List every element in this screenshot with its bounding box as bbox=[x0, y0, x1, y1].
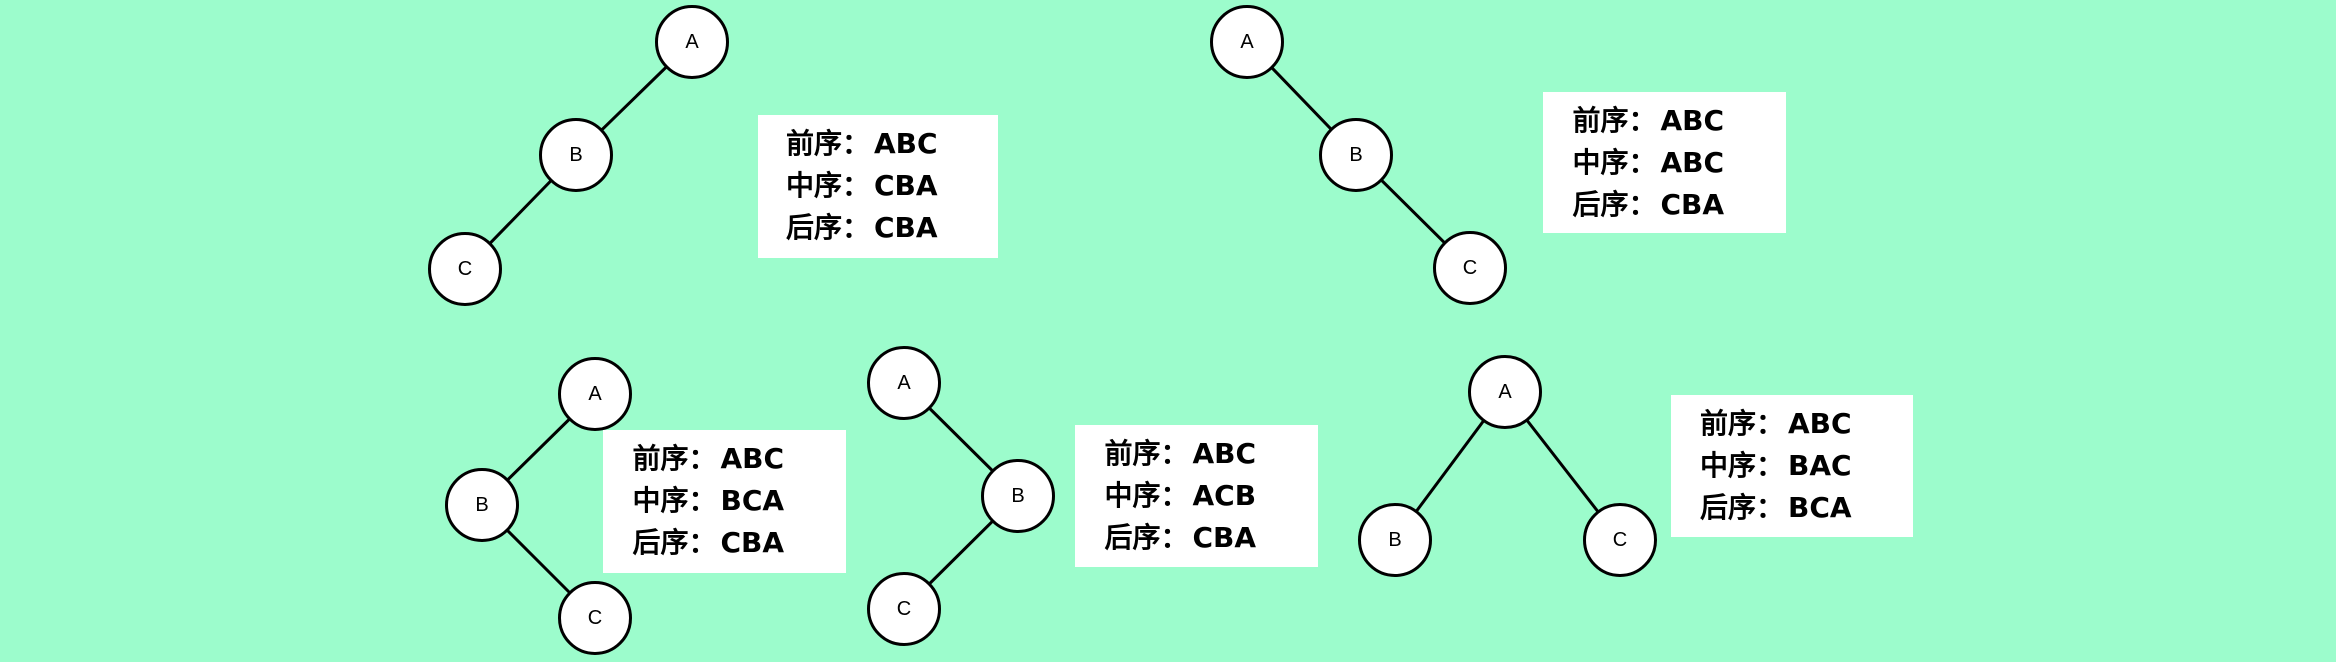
traversal-value: BCA bbox=[1788, 491, 1852, 524]
traversal-label: 前序： bbox=[1699, 407, 1784, 440]
traversal-label: 中序： bbox=[1572, 146, 1657, 179]
tree-node: C bbox=[428, 232, 502, 306]
tree-node: A bbox=[1210, 5, 1284, 79]
tree-node: C bbox=[867, 572, 941, 646]
tree-node: C bbox=[1433, 231, 1507, 305]
tree-node: A bbox=[867, 346, 941, 420]
traversal-box: 前序：ABC 中序：BAC 后序：BCA bbox=[1671, 395, 1913, 537]
traversal-box: 前序：ABC 中序：ACB 后序：CBA bbox=[1075, 425, 1318, 567]
traversal-label: 中序： bbox=[632, 484, 717, 517]
traversal-line: 中序：CBA bbox=[758, 165, 998, 207]
traversal-line: 前序：ABC bbox=[603, 438, 846, 480]
traversal-line: 中序：BCA bbox=[603, 480, 846, 522]
tree-node: C bbox=[558, 581, 632, 655]
traversal-label: 后序： bbox=[785, 211, 870, 244]
traversal-label: 中序： bbox=[1699, 449, 1784, 482]
tree-node: A bbox=[558, 357, 632, 431]
traversal-line: 中序：ABC bbox=[1543, 142, 1786, 184]
traversal-label: 后序： bbox=[1572, 188, 1657, 221]
traversal-value: CBA bbox=[720, 526, 785, 559]
tree-node: B bbox=[1358, 503, 1432, 577]
traversal-value: ABC bbox=[1660, 104, 1725, 137]
tree-node: B bbox=[1319, 118, 1393, 192]
traversal-value: BCA bbox=[720, 484, 785, 517]
traversal-box: 前序：ABC 中序：ABC 后序：CBA bbox=[1543, 92, 1786, 233]
traversal-value: ABC bbox=[874, 127, 938, 160]
traversal-line: 后序：BCA bbox=[1671, 487, 1913, 529]
tree-node: A bbox=[1468, 355, 1542, 429]
traversal-value: ABC bbox=[1660, 146, 1725, 179]
traversal-value: CBA bbox=[874, 169, 938, 202]
traversal-value: CBA bbox=[1660, 188, 1725, 221]
traversal-label: 前序： bbox=[785, 127, 870, 160]
traversal-line: 前序：ABC bbox=[1671, 403, 1913, 445]
traversal-value: ABC bbox=[720, 442, 785, 475]
traversal-value: CBA bbox=[874, 211, 938, 244]
traversal-label: 后序： bbox=[1104, 521, 1189, 554]
traversal-value: ABC bbox=[1788, 407, 1852, 440]
traversal-line: 前序：ABC bbox=[758, 123, 998, 165]
traversal-line: 前序：ABC bbox=[1543, 100, 1786, 142]
traversal-value: BAC bbox=[1788, 449, 1852, 482]
traversal-label: 前序： bbox=[632, 442, 717, 475]
traversal-label: 中序： bbox=[785, 169, 870, 202]
tree-node: B bbox=[539, 118, 613, 192]
traversal-line: 后序：CBA bbox=[603, 522, 846, 564]
tree-node: B bbox=[445, 468, 519, 542]
traversal-value: CBA bbox=[1192, 521, 1257, 554]
traversal-line: 中序：BAC bbox=[1671, 445, 1913, 487]
traversal-label: 后序： bbox=[1699, 491, 1784, 524]
tree-node: B bbox=[981, 459, 1055, 533]
traversal-box: 前序：ABC 中序：CBA 后序：CBA bbox=[758, 115, 998, 258]
traversal-line: 前序：ABC bbox=[1075, 433, 1318, 475]
traversal-value: ACB bbox=[1192, 479, 1257, 512]
traversal-label: 中序： bbox=[1104, 479, 1189, 512]
tree-node: C bbox=[1583, 503, 1657, 577]
traversal-label: 前序： bbox=[1104, 437, 1189, 470]
traversal-line: 后序：CBA bbox=[1075, 517, 1318, 559]
traversal-line: 中序：ACB bbox=[1075, 475, 1318, 517]
tree-node: A bbox=[655, 5, 729, 79]
traversal-line: 后序：CBA bbox=[1543, 184, 1786, 226]
traversal-label: 后序： bbox=[632, 526, 717, 559]
traversal-value: ABC bbox=[1192, 437, 1257, 470]
traversal-line: 后序：CBA bbox=[758, 207, 998, 249]
traversal-box: 前序：ABC 中序：BCA 后序：CBA bbox=[603, 430, 846, 573]
traversal-label: 前序： bbox=[1572, 104, 1657, 137]
